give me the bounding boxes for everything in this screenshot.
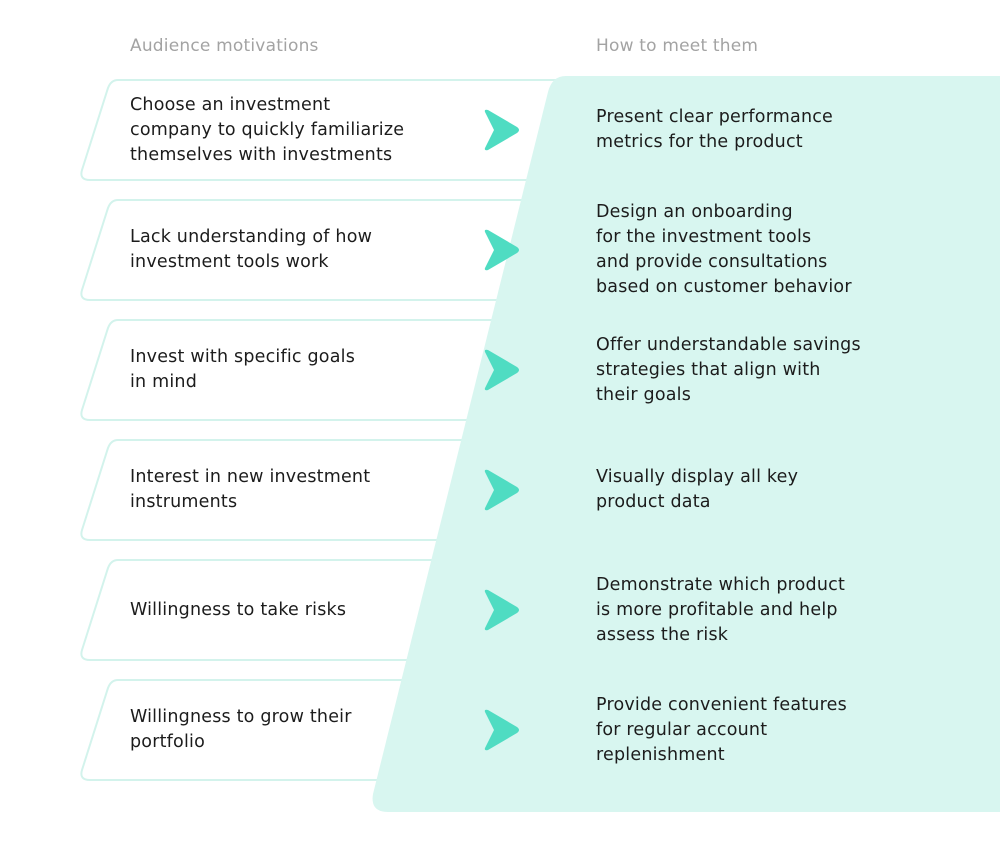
motivation-text: Interest in new investment instruments [130, 467, 371, 512]
arrow-right-icon [484, 109, 519, 151]
motivation-text: Invest with specific goals in mind [130, 347, 356, 392]
solution-text: Offer understandable savings strategies … [596, 334, 861, 405]
arrow-right-icon [484, 469, 519, 511]
header-audience-motivations: Audience motivations [130, 36, 319, 56]
arrow-right-icon [484, 589, 519, 631]
solution-text: Visually display all key product data [596, 467, 799, 512]
solutions-panel [372, 76, 1000, 812]
motivation-card [80, 79, 601, 181]
solution-text: Design an onboarding for the investment … [596, 202, 852, 297]
motivation-text: Willingness to grow their portfolio [130, 707, 352, 752]
motivation-card [80, 199, 601, 301]
motivation-text: Choose an investment company to quickly … [130, 94, 405, 165]
header-how-to-meet-them: How to meet them [596, 36, 759, 56]
arrow-right-icon [484, 229, 519, 271]
motivation-card [80, 319, 601, 421]
arrow-right-icon [484, 349, 519, 391]
solution-text: Provide convenient features for regular … [596, 694, 847, 765]
motivation-text: Willingness to take risks [130, 599, 347, 620]
arrow-right-icon [484, 709, 519, 751]
solution-text: Demonstrate which product is more profit… [596, 574, 846, 645]
solution-text: Present clear performance metrics for th… [596, 107, 834, 152]
motivation-text: Lack understanding of how investment too… [130, 227, 373, 272]
